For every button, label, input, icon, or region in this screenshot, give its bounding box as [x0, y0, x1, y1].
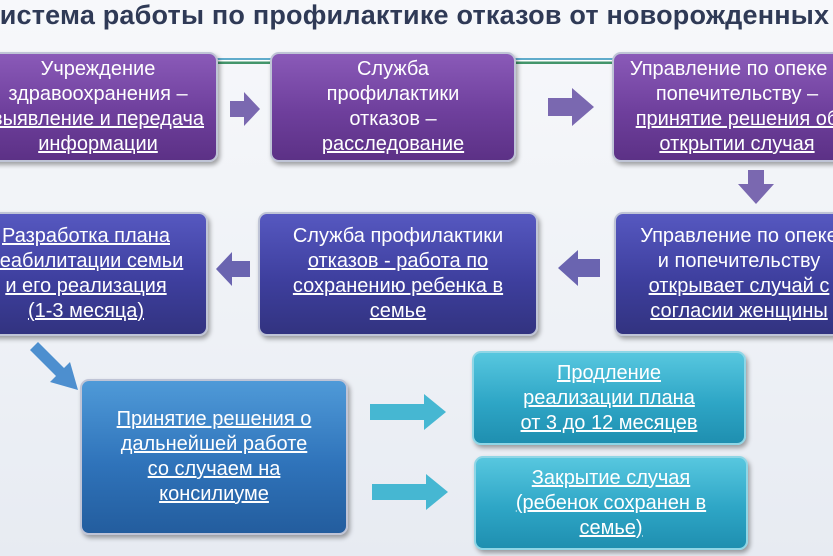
box-line: семье: [369, 300, 427, 322]
box-line: консилиуме: [159, 483, 269, 505]
box-line: Продление: [557, 361, 661, 384]
arrow-left-1-icon: [558, 250, 600, 286]
box-council-decision: Принятие решения о дальнейшей работе со …: [80, 379, 348, 535]
box-line: расследование: [321, 133, 465, 155]
arrow-diagonal-icon: [30, 342, 78, 390]
box-line: дальнейшей работе: [120, 433, 308, 455]
box-line: Принятие решения о: [116, 408, 312, 430]
box-family-rehabilitation-plan: Разработка плана реабилитации семьи и ег…: [0, 212, 208, 336]
box-line: Управление по опеке: [640, 225, 833, 247]
box-line: профилактики: [326, 83, 460, 105]
box-line: Служба профилактики: [292, 225, 504, 247]
arrow-right-2-icon: [548, 88, 594, 126]
box-prevention-service-investigation: Служба профилактики отказов – расследова…: [270, 52, 516, 162]
box-line: отказов - работа по: [307, 250, 489, 272]
box-line: здравоохранения –: [8, 83, 188, 105]
arrow-right-1-icon: [230, 92, 260, 126]
box-line: отказов –: [349, 108, 437, 130]
box-line: от 3 до 12 месяцев: [520, 411, 698, 434]
box-guardianship-opens-case: Управление по опеке и попечительству отк…: [614, 212, 833, 336]
box-prevention-service-work: Служба профилактики отказов - работа по …: [258, 212, 538, 336]
box-line: попечительству –: [655, 83, 819, 105]
box-line: семье): [579, 516, 643, 539]
arrow-to-closure-icon: [372, 474, 448, 510]
box-line: информации: [38, 133, 158, 155]
box-line: реабилитации семьи: [0, 250, 184, 272]
box-line: согласии женщины: [650, 300, 828, 322]
box-line: (ребенок сохранен в: [515, 491, 707, 514]
box-line: (1-3 месяца): [27, 300, 145, 322]
box-healthcare-institution: Учреждение здравоохранения – выявление и…: [0, 52, 218, 162]
arrow-to-extension-icon: [370, 394, 446, 430]
box-line: Закрытие случая: [531, 466, 691, 489]
box-line: со случаем на: [147, 458, 281, 480]
box-line: принятие решения об: [635, 108, 833, 130]
box-line: Разработка плана: [2, 225, 170, 247]
box-line: сохранению ребенка в: [292, 275, 504, 297]
box-case-closure: Закрытие случая (ребенок сохранен в семь…: [474, 456, 748, 550]
box-line: Учреждение: [40, 58, 156, 80]
page-title: Система работы по профилактике отказов о…: [0, 0, 830, 30]
box-line: и его реализация: [5, 275, 167, 297]
box-line: открывает случай с: [648, 275, 830, 297]
box-plan-extension: Продление реализации плана от 3 до 12 ме…: [472, 351, 746, 445]
box-line: Управление по опеке и: [629, 58, 833, 80]
box-guardianship-decision: Управление по опеке и попечительству – п…: [612, 52, 833, 162]
box-line: выявление и передача: [0, 108, 205, 130]
box-line: и попечительству: [657, 250, 821, 272]
box-line: реализации плана: [523, 386, 695, 409]
arrow-down-icon: [738, 170, 774, 204]
arrow-left-2-icon: [216, 252, 250, 286]
box-line: открытии случая: [659, 133, 815, 155]
box-line: Служба: [356, 58, 430, 80]
